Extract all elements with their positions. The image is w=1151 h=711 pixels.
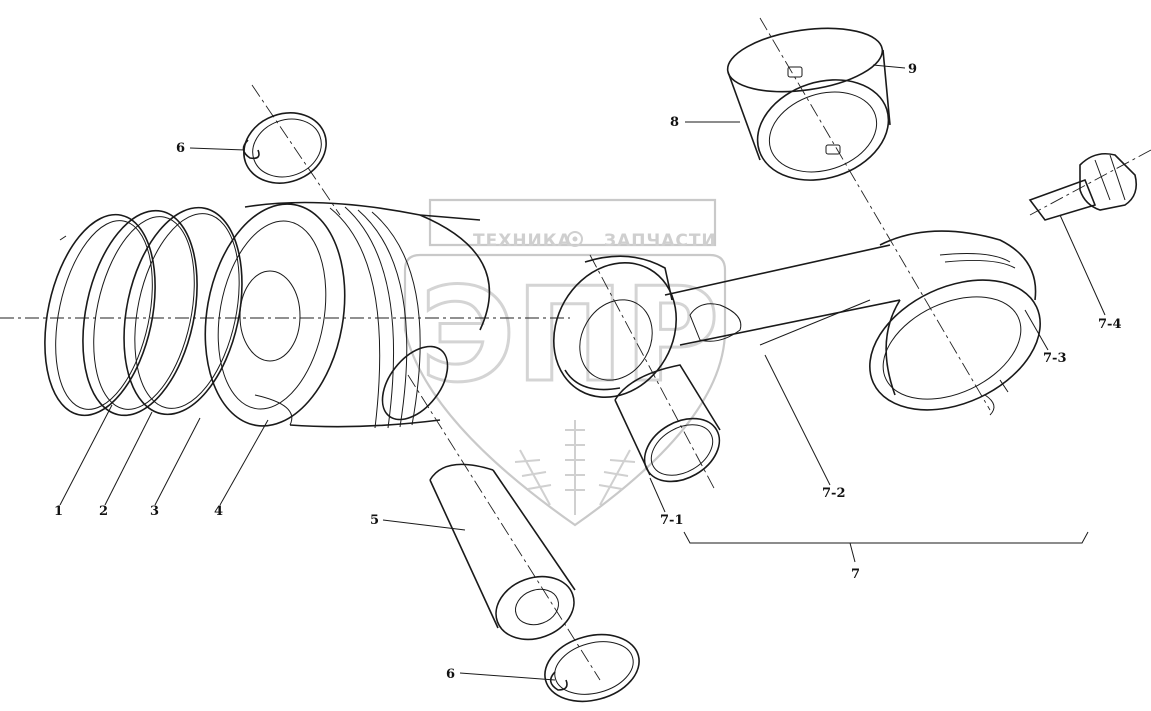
bracket-7 — [683, 531, 1089, 544]
leader-6-top — [189, 147, 246, 151]
label-5: 5 — [370, 513, 379, 528]
wheat-icon — [514, 420, 636, 515]
label-6-top: 6 — [176, 141, 185, 156]
leader-7-2 — [764, 354, 831, 486]
watermark-left-text: ТЕХНИКА — [473, 231, 572, 251]
label-7-4: 7-4 — [1098, 317, 1122, 332]
leader-5 — [382, 519, 466, 531]
watermark-banner — [428, 198, 717, 247]
leader-1 — [59, 404, 113, 506]
bearing-shell — [726, 27, 891, 181]
leader-lines — [59, 64, 1106, 681]
label-3: 3 — [150, 504, 159, 519]
leader-7 — [849, 542, 856, 563]
rod-bolt — [1028, 152, 1138, 221]
piston-pin — [381, 345, 576, 641]
bearing-axis-line — [759, 17, 991, 411]
watermark: ТЕХНИКА ЗАПЧАСТИ ЭПР — [403, 198, 727, 527]
callout-labels: 1 2 3 4 5 6 6 7 7-1 7-2 7-3 7-4 8 9 — [54, 62, 1122, 682]
watermark-shield — [403, 253, 727, 527]
label-6-bottom: 6 — [446, 667, 455, 682]
circlip-top — [242, 112, 327, 184]
label-7-1: 7-1 — [660, 513, 684, 528]
bolt-axis-line — [1029, 149, 1151, 216]
label-9: 9 — [908, 62, 917, 77]
piston-ring-1 — [44, 213, 156, 417]
watermark-right-text: ЗАПЧАСТИ — [604, 231, 717, 251]
label-7: 7 — [851, 567, 860, 582]
label-4: 4 — [214, 504, 223, 519]
pin-axis-line — [407, 374, 601, 681]
piston — [204, 201, 491, 429]
leader-7-1 — [649, 477, 666, 513]
label-7-3: 7-3 — [1043, 351, 1067, 366]
leader-9 — [872, 64, 906, 69]
leader-3 — [154, 417, 201, 506]
leader-4 — [219, 419, 269, 506]
leader-6-bottom — [459, 672, 556, 681]
piston-ring-3 — [123, 206, 243, 416]
label-8: 8 — [670, 115, 679, 130]
leader-7-3 — [1024, 309, 1049, 351]
watermark-logo-letters: ЭПР — [420, 259, 719, 411]
rod-cap — [984, 379, 1009, 416]
piston-ring-2 — [82, 209, 198, 417]
small-end-bushing — [614, 364, 721, 483]
gear-icon — [567, 231, 583, 247]
label-7-2: 7-2 — [822, 486, 846, 501]
label-1: 1 — [54, 504, 63, 519]
circlip-top-axis — [251, 84, 341, 216]
leader-2 — [104, 411, 153, 506]
leader-7-4 — [1059, 214, 1106, 316]
connecting-rod — [552, 230, 1041, 411]
label-2: 2 — [99, 504, 108, 519]
circlip-bottom — [544, 633, 640, 703]
